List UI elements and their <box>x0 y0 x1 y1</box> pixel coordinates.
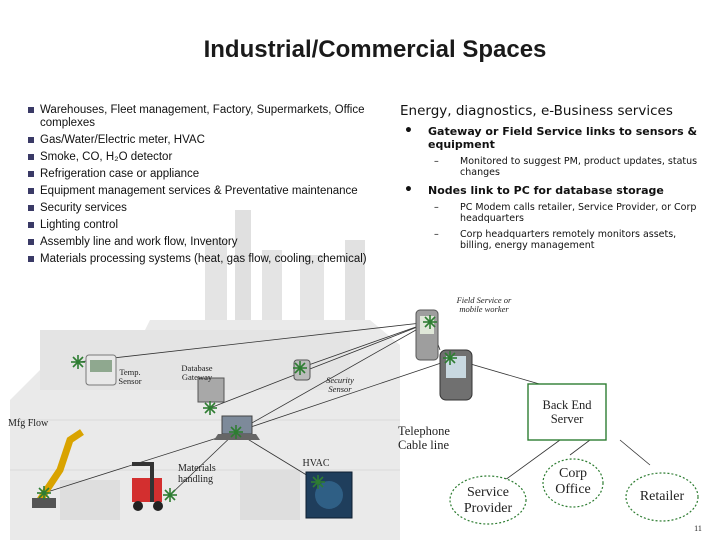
endpoint-shapes <box>449 458 699 525</box>
list-item: Assembly line and work flow, Inventory <box>26 236 371 249</box>
bullet-gateway-text: Gateway or Field Service links to sensor… <box>428 125 698 151</box>
sub-bullet-text: Monitored to suggest PM, product updates… <box>460 156 698 178</box>
back-end-server-box <box>527 383 607 441</box>
security-sensor-label: Security Sensor <box>326 375 354 394</box>
hvac-label: HVAC <box>302 458 330 469</box>
services-description: Energy, diagnostics, e-Business services… <box>398 103 698 252</box>
list-item: Gas/Water/Electric meter, HVAC <box>26 134 371 147</box>
gateway-device-icon <box>197 377 225 403</box>
list-item: Smoke, CO, H₂O detector <box>26 151 371 164</box>
list-item: Refrigeration case or appliance <box>26 168 371 181</box>
list-item: Materials processing systems (heat, gas … <box>26 253 371 266</box>
field-service-label: Field Service or mobile worker <box>456 295 512 314</box>
page-title: Industrial/Commercial Spaces <box>203 36 547 63</box>
sub-bullet: –PC Modem calls retailer, Service Provid… <box>434 202 697 224</box>
database-gateway-label: Database Gateway <box>181 363 213 382</box>
list-item: Security services <box>26 202 371 215</box>
handheld-device-icon <box>415 309 473 401</box>
sub-bullet: –Corp headquarters remotely monitors ass… <box>434 229 677 251</box>
hvac-unit-icon <box>305 471 353 519</box>
service-provider-oval <box>449 475 527 525</box>
mfg-flow-label: Mfg Flow <box>8 418 49 429</box>
list-item: Lighting control <box>26 219 371 232</box>
bullet-nodes-text: Nodes link to PC for database storage <box>428 184 664 197</box>
connection-lines <box>43 321 651 496</box>
use-case-list: Warehouses, Fleet management, Factory, S… <box>26 104 371 270</box>
sub-bullet-text: PC Modem calls retailer, Service Provide… <box>460 202 697 224</box>
sensor-node-icons <box>37 315 457 502</box>
forklift-icon <box>132 462 163 511</box>
robot-arm-icon <box>32 429 84 508</box>
retailer-oval <box>625 472 699 522</box>
back-end-server-label: Back End Server <box>542 398 592 426</box>
telephone-cable-label: Telephone Cable line <box>398 424 450 452</box>
sub-bullet: –Monitored to suggest PM, product update… <box>434 156 698 178</box>
sub-bullet-text: Corp headquarters remotely monitors asse… <box>460 229 677 251</box>
retailer-label: Retailer <box>639 489 685 504</box>
page-number: 11 <box>694 524 702 533</box>
list-item: Warehouses, Fleet management, Factory, S… <box>26 104 371 130</box>
laptop-icon <box>214 415 260 440</box>
corp-office-oval <box>542 458 604 508</box>
materials-handling-label: Materials handling <box>178 463 216 485</box>
temp-sensor-label: Temp. Sensor <box>118 367 142 386</box>
services-heading: Energy, diagnostics, e-Business services <box>400 103 673 119</box>
temp-sensor-device-icon <box>85 354 117 386</box>
corp-office-label: Corp Office <box>555 466 591 497</box>
list-item: Equipment management services & Preventa… <box>26 185 371 198</box>
service-provider-label: Service Provider <box>463 485 513 516</box>
bullet-nodes: •Nodes link to PC for database storage <box>404 182 664 198</box>
bullet-gateway: •Gateway or Field Service links to senso… <box>404 123 698 151</box>
